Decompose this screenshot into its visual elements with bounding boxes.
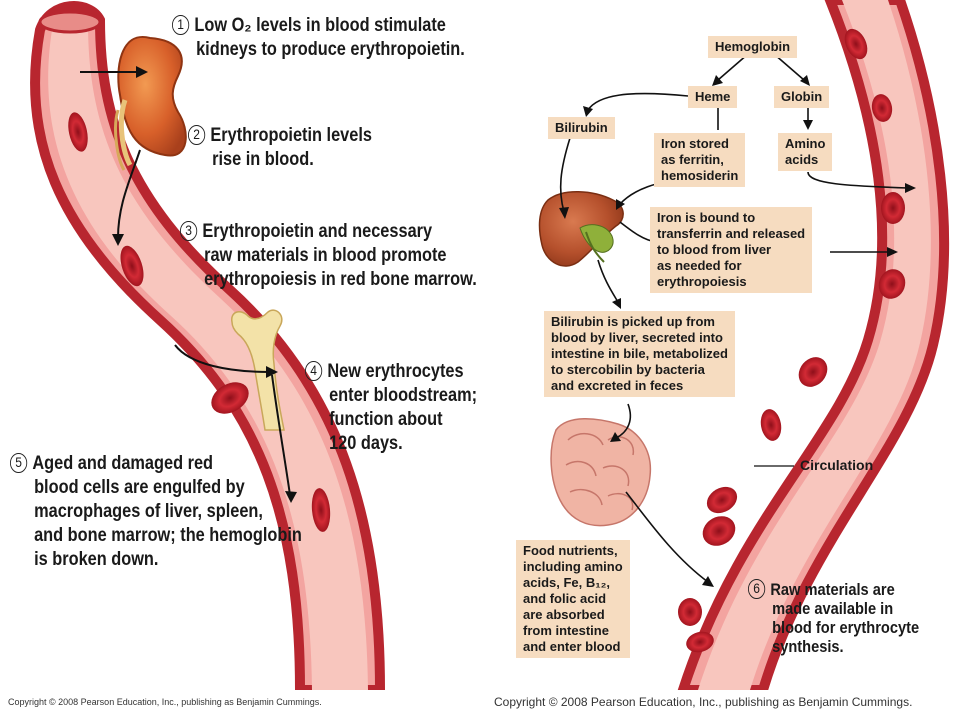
left-illustration bbox=[30, 1, 386, 690]
blood-vessel-left-lumen bbox=[48, 13, 368, 690]
food-nutrients-box: Food nutrients, including amino acids, F… bbox=[516, 540, 630, 658]
bone-illustration bbox=[231, 309, 285, 431]
hemoglobin-box: Hemoglobin bbox=[708, 36, 798, 58]
red-blood-cell bbox=[881, 192, 905, 224]
red-blood-cell bbox=[702, 516, 736, 546]
red-blood-cell bbox=[878, 269, 906, 299]
globin-box: Globin bbox=[774, 86, 830, 108]
liver-illustration bbox=[538, 191, 624, 267]
red-blood-cell bbox=[760, 409, 782, 441]
copyright-right: Copyright © 2008 Pearson Education, Inc.… bbox=[494, 695, 913, 709]
red-blood-cell bbox=[311, 488, 331, 532]
red-blood-cell bbox=[686, 631, 714, 653]
step-2-number: 2 bbox=[188, 125, 206, 145]
step-3-number: 3 bbox=[180, 221, 198, 241]
step-4-number: 4 bbox=[305, 361, 323, 381]
intestine-illustration bbox=[550, 418, 652, 527]
red-blood-cell bbox=[798, 357, 828, 387]
bilirubin-pathway-box: Bilirubin is picked up from blood by liv… bbox=[544, 311, 735, 397]
left-arrows bbox=[80, 71, 291, 496]
step-6-number: 6 bbox=[748, 579, 766, 599]
copyright-left: Copyright © 2008 Pearson Education, Inc.… bbox=[8, 697, 322, 707]
iron-bound-box: Iron is bound to transferrin and release… bbox=[650, 207, 813, 293]
step-1-number: 1 bbox=[172, 15, 190, 35]
step-5-number: 5 bbox=[10, 453, 28, 473]
bilirubin-box: Bilirubin bbox=[548, 117, 615, 139]
amino-acids-box: Amino acids bbox=[778, 133, 833, 171]
right-panel: Hemoglobin Heme Globin Bilirubin Iron st… bbox=[508, 0, 960, 690]
right-illustration bbox=[538, 0, 950, 690]
red-blood-cell bbox=[678, 598, 702, 626]
red-blood-cell bbox=[120, 245, 144, 287]
red-blood-cell bbox=[706, 486, 738, 514]
left-arrowheads bbox=[112, 66, 297, 503]
red-blood-cell bbox=[871, 94, 893, 122]
blood-vessel-right-lumen bbox=[698, 0, 931, 690]
red-blood-cell bbox=[211, 382, 249, 414]
red-blood-cell bbox=[844, 28, 868, 60]
vessel-opening bbox=[38, 10, 102, 34]
blood-vessel-right bbox=[677, 0, 950, 690]
heme-box: Heme bbox=[688, 86, 738, 108]
kidney-illustration bbox=[114, 35, 187, 171]
circulation-label: Circulation bbox=[800, 457, 874, 473]
red-blood-cell bbox=[68, 112, 88, 152]
iron-stored-box: Iron stored as ferritin, hemosiderin bbox=[654, 133, 746, 187]
